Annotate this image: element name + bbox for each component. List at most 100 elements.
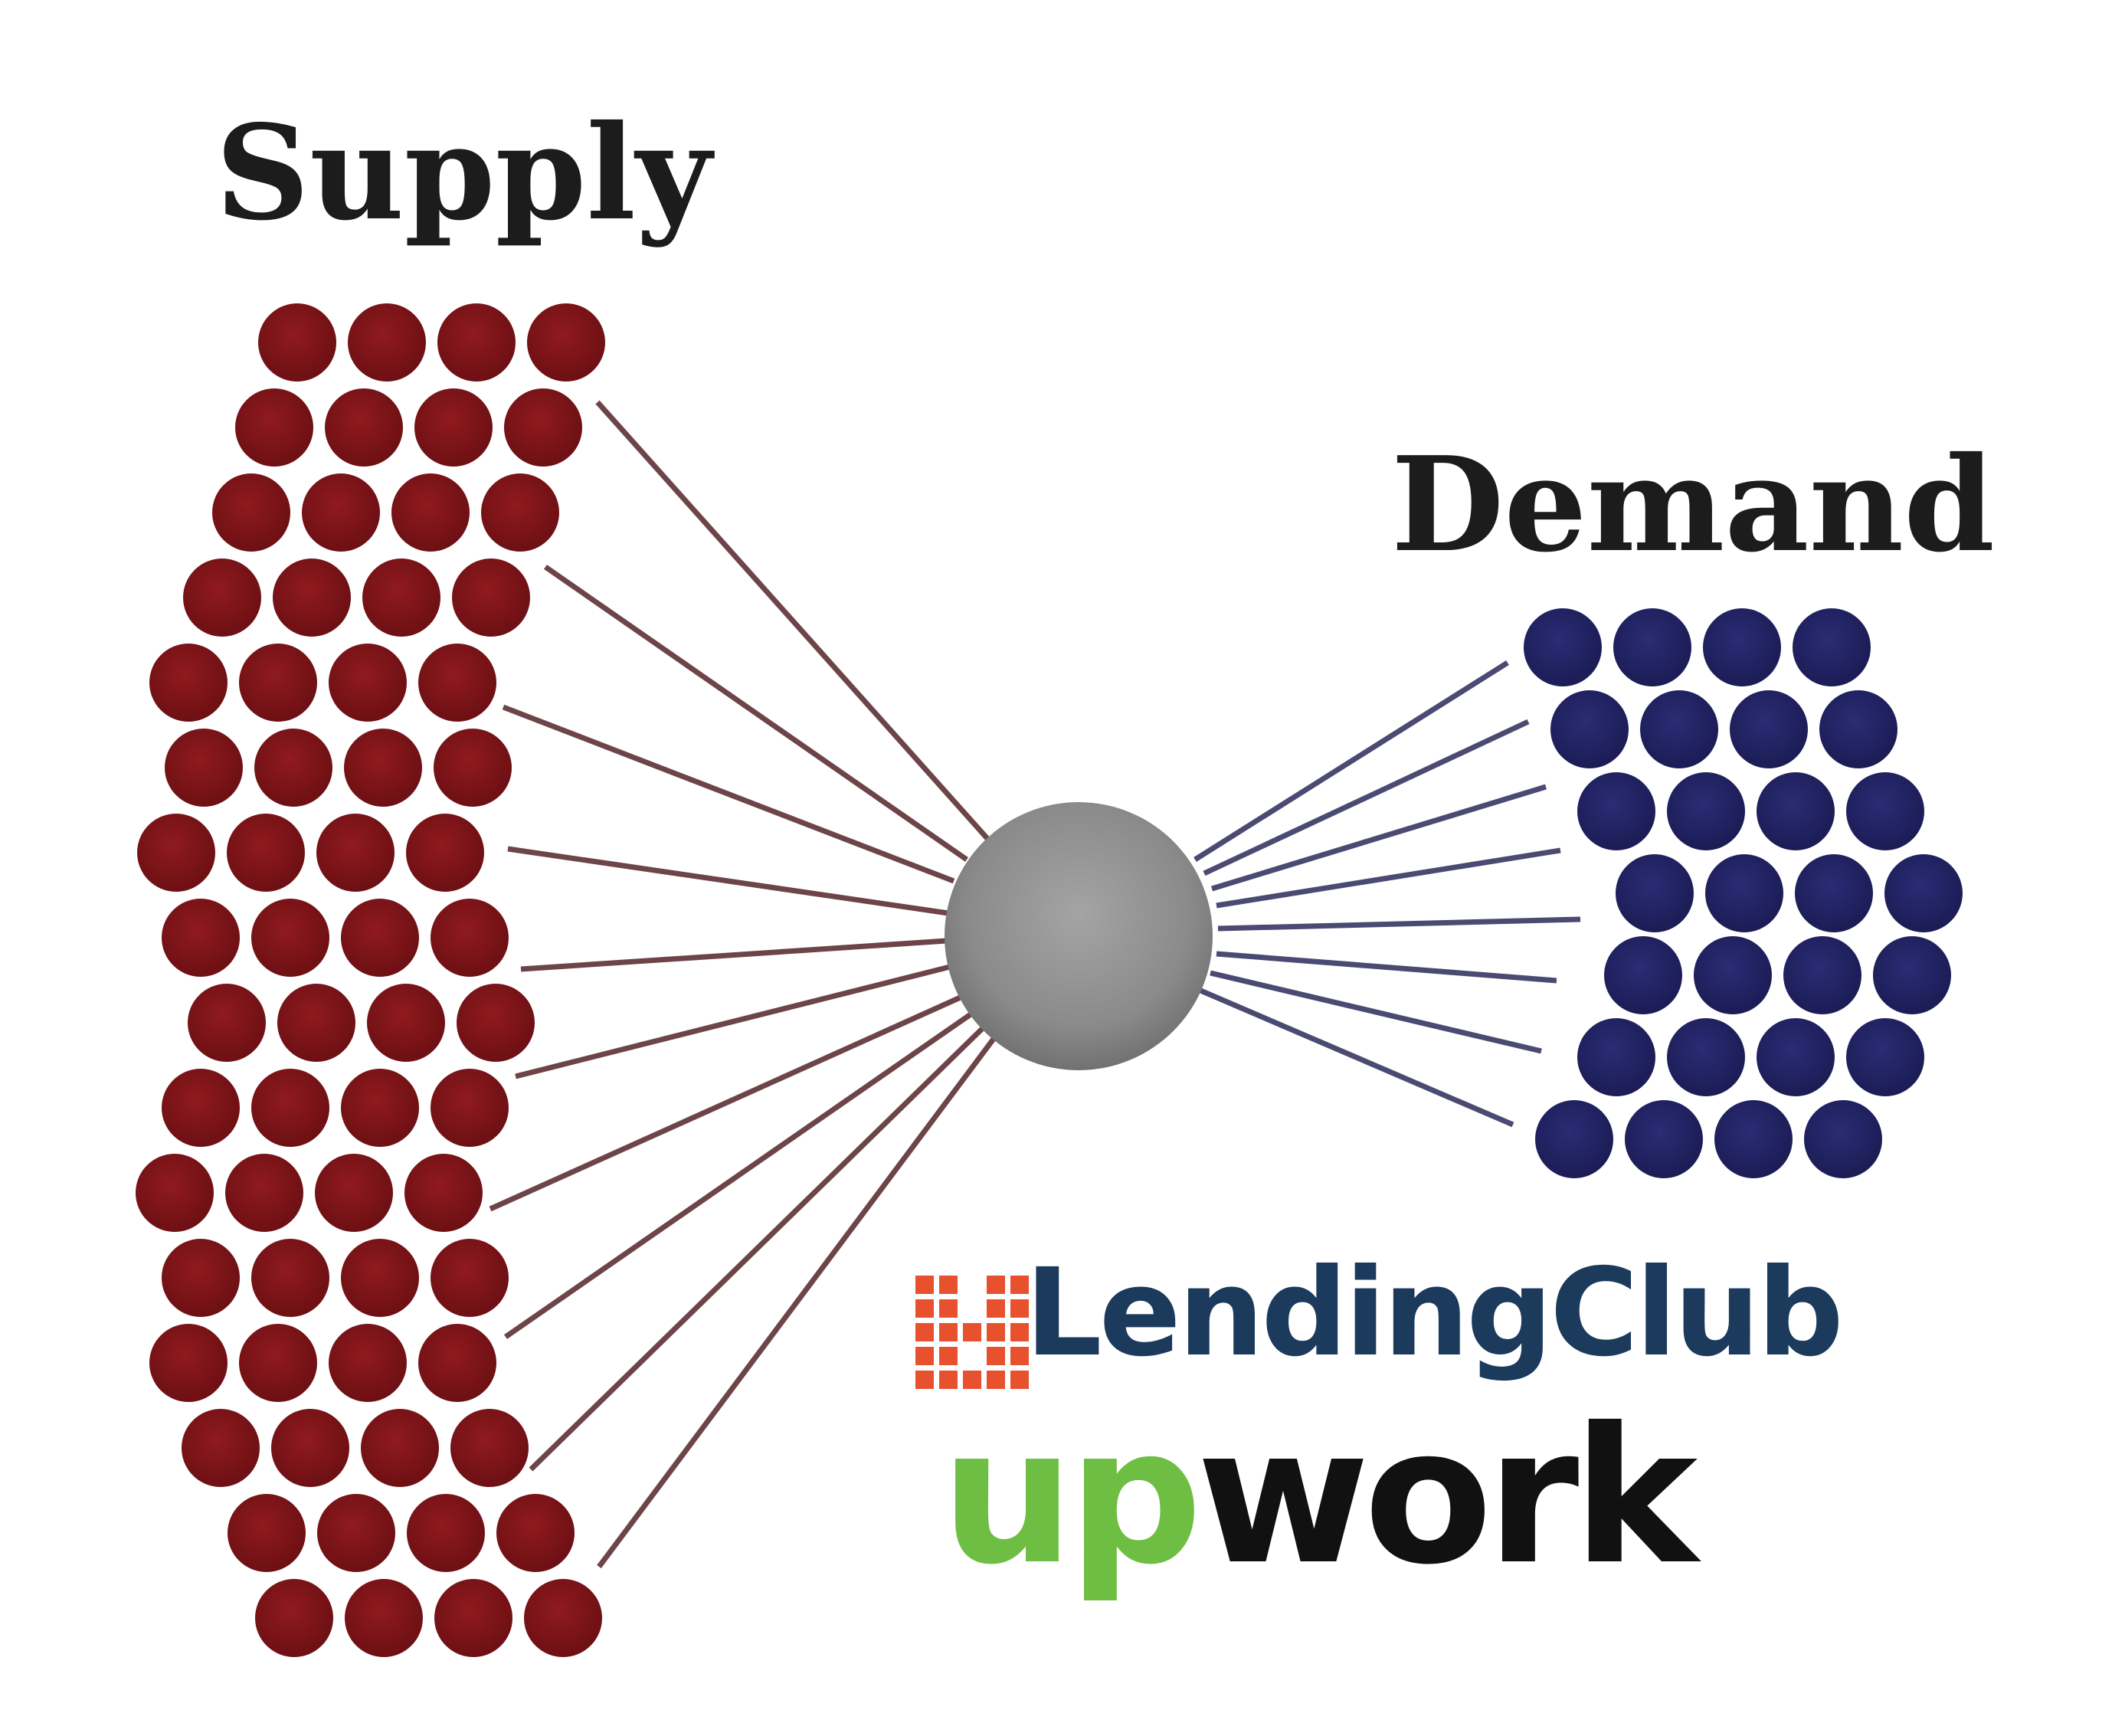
lendingclub-grid-square xyxy=(939,1276,958,1294)
supply-node xyxy=(251,1239,329,1317)
lendingclub-grid-icon xyxy=(915,1276,1029,1389)
supply-node xyxy=(414,388,493,467)
lendingclub-grid-square xyxy=(963,1323,981,1341)
svg-text:upwork: upwork xyxy=(941,1387,1701,1606)
upwork-up-wordmark: up xyxy=(941,1387,1197,1606)
supply-connection-line xyxy=(507,846,949,916)
lendingclub-grid-square xyxy=(939,1323,958,1341)
supply-node xyxy=(235,388,313,467)
lendingclub-grid-square xyxy=(915,1323,934,1341)
supply-node xyxy=(258,303,336,382)
supply-connection-line xyxy=(595,400,992,843)
demand-label: Demand xyxy=(1391,428,1995,581)
lendingclub-grid-square xyxy=(939,1371,958,1389)
supply-node xyxy=(183,558,261,637)
supply-node xyxy=(251,899,329,977)
supply-node xyxy=(182,1409,260,1487)
lendingclub-grid-square xyxy=(915,1371,934,1389)
supply-node xyxy=(325,388,403,467)
supply-node xyxy=(239,1324,317,1402)
supply-node xyxy=(457,984,535,1062)
supply-connection-line xyxy=(520,938,948,972)
supply-node xyxy=(406,814,484,892)
supply-node xyxy=(481,473,559,552)
lendingclub-grid-square xyxy=(1010,1347,1029,1365)
supply-node xyxy=(431,899,509,977)
demand-node xyxy=(1846,772,1924,850)
marketplace-hub xyxy=(945,802,1213,1070)
demand-node xyxy=(1884,854,1963,932)
supply-node xyxy=(273,558,351,637)
lendingclub-grid-square xyxy=(1010,1276,1029,1294)
demand-node xyxy=(1640,690,1718,768)
supply-node xyxy=(239,644,317,722)
lendingclub-grid-square xyxy=(987,1323,1005,1341)
demand-node xyxy=(1524,608,1602,686)
demand-node xyxy=(1793,608,1871,686)
lendingclub-logo: LendingClub xyxy=(915,1243,1844,1389)
demand-connection-line xyxy=(1210,784,1547,892)
supply-node xyxy=(302,473,380,552)
demand-node xyxy=(1757,772,1835,850)
supply-node xyxy=(434,1579,512,1657)
lendingclub-grid-square xyxy=(963,1371,981,1389)
demand-node-cluster xyxy=(1524,608,1963,1178)
demand-node xyxy=(1604,936,1682,1014)
supply-node xyxy=(348,303,426,382)
demand-connection-line xyxy=(1203,719,1530,876)
supply-node xyxy=(361,1409,439,1487)
supply-node xyxy=(504,388,582,467)
demand-node xyxy=(1577,1018,1655,1096)
demand-node xyxy=(1795,854,1873,932)
supply-node xyxy=(496,1494,575,1572)
demand-connection-line xyxy=(1216,951,1557,984)
supply-node xyxy=(316,814,395,892)
lendingclub-grid-square xyxy=(939,1299,958,1318)
supply-connection-line xyxy=(529,1024,987,1472)
supply-node xyxy=(329,1324,407,1402)
lendingclub-grid-square xyxy=(1010,1371,1029,1389)
supply-node-cluster xyxy=(136,303,605,1657)
lendingclub-grid-square xyxy=(1010,1299,1029,1318)
lendingclub-grid-square xyxy=(987,1299,1005,1318)
supply-node xyxy=(271,1409,349,1487)
supply-node xyxy=(255,1579,333,1657)
demand-node xyxy=(1873,936,1951,1014)
demand-node xyxy=(1714,1100,1793,1178)
demand-node xyxy=(1625,1100,1703,1178)
supply-node xyxy=(162,1239,240,1317)
demand-node xyxy=(1694,936,1772,1014)
demand-connections xyxy=(1193,660,1581,1128)
supply-node xyxy=(188,984,266,1062)
supply-node xyxy=(277,984,355,1062)
supply-node xyxy=(227,814,305,892)
supply-node xyxy=(162,899,240,977)
supply-node xyxy=(391,473,470,552)
supply-node xyxy=(418,644,496,722)
supply-node xyxy=(228,1494,306,1572)
supply-node xyxy=(452,558,530,637)
supply-node xyxy=(450,1409,529,1487)
demand-node xyxy=(1705,854,1783,932)
demand-node xyxy=(1703,608,1781,686)
upwork-logo: upwork xyxy=(941,1387,1708,1606)
demand-node xyxy=(1783,936,1861,1014)
supply-node xyxy=(225,1154,303,1232)
supply-node xyxy=(212,473,290,552)
supply-connection-line xyxy=(515,964,951,1079)
supply-node xyxy=(251,1069,329,1147)
supply-node xyxy=(527,303,605,382)
supply-node xyxy=(524,1579,602,1657)
supply-node xyxy=(431,1239,509,1317)
demand-connection-line xyxy=(1216,847,1561,909)
supply-node xyxy=(431,1069,509,1147)
supply-node xyxy=(344,729,422,807)
supply-node xyxy=(317,1494,395,1572)
demand-node xyxy=(1535,1100,1613,1178)
lendingclub-grid-square xyxy=(915,1347,934,1365)
demand-node xyxy=(1804,1100,1882,1178)
demand-connection-line xyxy=(1210,970,1542,1054)
supply-node xyxy=(136,1154,214,1232)
supply-connection-line xyxy=(544,565,968,862)
supply-node xyxy=(254,729,332,807)
